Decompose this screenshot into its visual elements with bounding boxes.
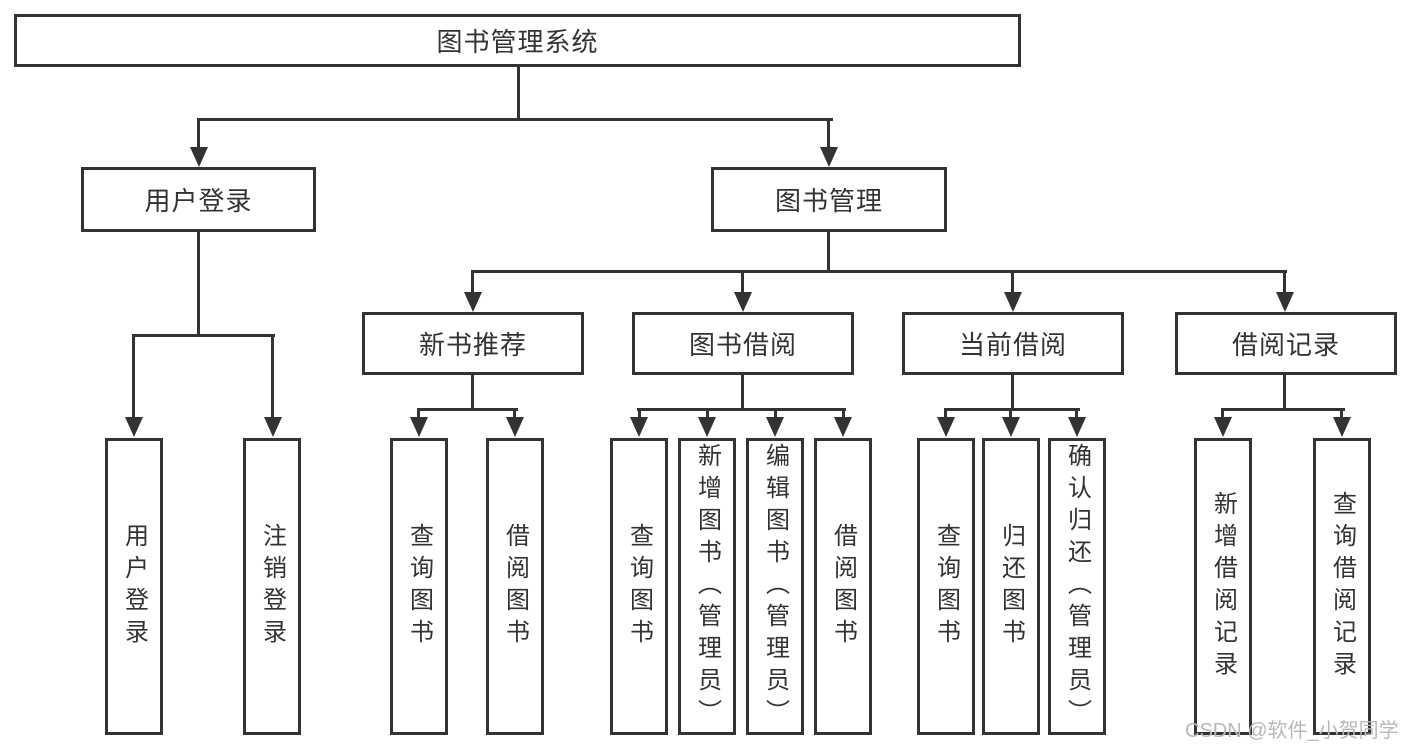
connector-line — [944, 410, 947, 418]
node-label: 查询图书 — [932, 522, 960, 651]
connector-line — [1221, 408, 1345, 411]
node-library-system: 图书管理系统 — [14, 14, 1021, 67]
arrow-down-icon — [1004, 292, 1022, 312]
node-current-borrowing: 当前借阅 — [902, 312, 1124, 375]
node-book-management: 图书管理 — [711, 167, 947, 232]
connector-line — [944, 408, 1080, 411]
node-label: 图书管理系统 — [436, 27, 599, 57]
arrow-down-icon — [1068, 417, 1086, 437]
connector-line — [417, 410, 420, 418]
node-label: 图书管理 — [774, 186, 883, 216]
node-label: 确认归还（管理员） — [1063, 442, 1091, 731]
connector-line — [1011, 272, 1014, 294]
arrow-down-icon — [937, 417, 955, 437]
arrow-down-icon — [630, 417, 648, 437]
leaf-edit-book-admin: 编辑图书（管理员） — [746, 438, 804, 735]
node-borrowing-records: 借阅记录 — [1175, 312, 1397, 375]
node-label: 新增图书（管理员） — [693, 442, 721, 731]
node-user-login: 用户登录 — [81, 167, 316, 232]
connector-line — [1283, 272, 1286, 294]
node-label: 查询图书 — [625, 522, 653, 651]
connector-line — [517, 67, 520, 118]
leaf-confirm-return-admin: 确认归还（管理员） — [1048, 438, 1106, 735]
connector-line — [1283, 375, 1286, 408]
arrow-down-icon — [264, 417, 282, 437]
node-label: 用户登录 — [144, 186, 253, 216]
leaf-add-borrow-record: 新增借阅记录 — [1194, 438, 1252, 735]
connector-line — [1075, 410, 1078, 418]
node-label: 借阅图书 — [829, 522, 857, 651]
node-label: 当前借阅 — [958, 330, 1067, 360]
arrow-down-icon — [698, 417, 716, 437]
leaf-query-books-borrowing: 查询图书 — [610, 438, 668, 735]
node-label: 新增借阅记录 — [1209, 490, 1237, 683]
node-label: 查询图书 — [405, 522, 433, 651]
node-label: 查询借阅记录 — [1328, 490, 1356, 683]
node-label: 新书推荐 — [418, 330, 527, 360]
arrow-down-icon — [1333, 417, 1351, 437]
connector-line — [197, 232, 200, 334]
arrow-down-icon — [734, 292, 752, 312]
node-label: 编辑图书（管理员） — [761, 442, 789, 731]
arrow-down-icon — [125, 417, 143, 437]
arrow-down-icon — [410, 417, 428, 437]
connector-line — [1009, 410, 1012, 418]
connector-line — [471, 270, 1287, 273]
connector-line — [1221, 410, 1224, 418]
node-new-book-recommend: 新书推荐 — [362, 312, 584, 375]
connector-line — [132, 336, 135, 419]
connector-line — [741, 375, 744, 408]
leaf-query-books-recommend: 查询图书 — [390, 438, 448, 735]
connector-line — [774, 410, 777, 418]
arrow-down-icon — [464, 292, 482, 312]
leaf-add-book-admin: 新增图书（管理员） — [678, 438, 736, 735]
leaf-user-login: 用户登录 — [105, 438, 163, 735]
node-label: 图书借阅 — [688, 330, 797, 360]
connector-line — [132, 334, 275, 337]
connector-line — [417, 408, 518, 411]
connector-line — [271, 336, 274, 419]
node-book-borrowing: 图书借阅 — [632, 312, 854, 375]
arrow-down-icon — [1002, 417, 1020, 437]
connector-line — [471, 375, 474, 408]
connector-line — [637, 408, 846, 411]
connector-line — [1011, 375, 1014, 408]
arrow-down-icon — [1214, 417, 1232, 437]
leaf-query-books-current: 查询图书 — [917, 438, 975, 735]
connector-line — [1340, 410, 1343, 418]
leaf-query-borrow-record: 查询借阅记录 — [1313, 438, 1371, 735]
arrow-down-icon — [834, 417, 852, 437]
arrow-down-icon — [820, 147, 838, 167]
arrow-down-icon — [190, 147, 208, 167]
connector-line — [197, 120, 200, 148]
connector-line — [842, 410, 845, 418]
arrow-down-icon — [1276, 292, 1294, 312]
node-label: 归还图书 — [997, 522, 1025, 651]
node-label: 注销登录 — [258, 522, 286, 651]
connector-line — [706, 410, 709, 418]
arrow-down-icon — [766, 417, 784, 437]
connector-line — [513, 410, 516, 418]
watermark-text: CSDN @软件_小贺同学 — [1185, 720, 1399, 742]
leaf-return-books: 归还图书 — [982, 438, 1040, 735]
connector-line — [741, 272, 744, 294]
connector-line — [471, 272, 474, 294]
connector-line — [638, 410, 641, 418]
node-label: 借阅图书 — [501, 522, 529, 651]
leaf-logout: 注销登录 — [243, 438, 301, 735]
connector-line — [197, 118, 833, 121]
node-label: 借阅记录 — [1231, 330, 1340, 360]
leaf-borrow-books-recommend: 借阅图书 — [486, 438, 544, 735]
arrow-down-icon — [506, 417, 524, 437]
connector-line — [827, 232, 830, 270]
leaf-borrow-books-borrowing: 借阅图书 — [814, 438, 872, 735]
connector-line — [827, 120, 830, 148]
node-label: 用户登录 — [120, 522, 148, 651]
